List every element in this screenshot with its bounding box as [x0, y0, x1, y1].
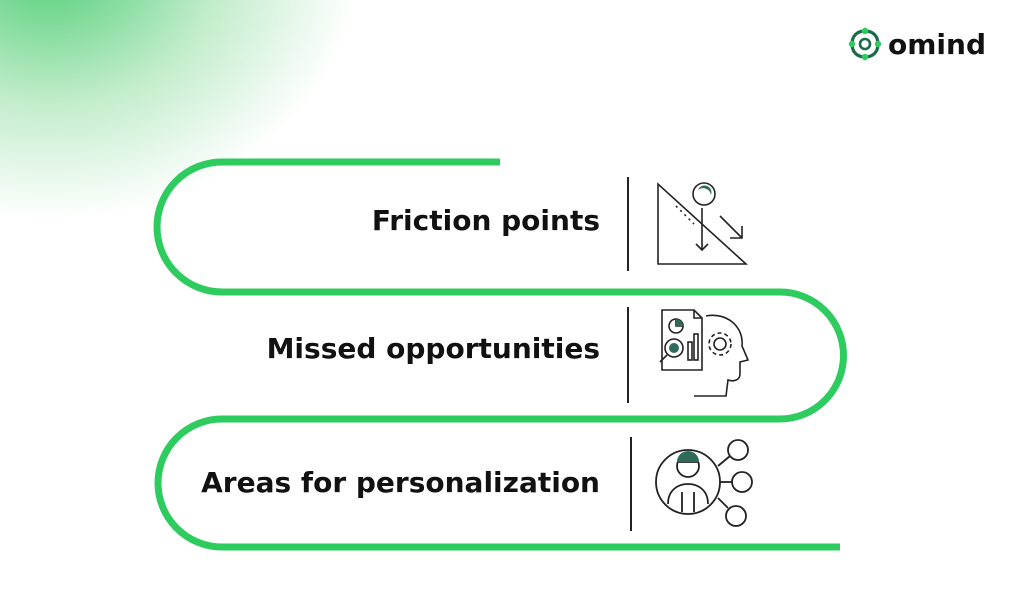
omind-swirl-logo-icon — [848, 27, 882, 61]
item-divider — [627, 177, 629, 271]
item-divider — [627, 307, 629, 403]
brand-logo: omind — [846, 24, 986, 64]
analytics-mind-icon — [659, 309, 750, 397]
brand-name: omind — [888, 27, 986, 61]
item-divider — [630, 437, 632, 531]
item-label-friction-points: Friction points — [371, 204, 600, 237]
item-label-areas-for-personalization: Areas for personalization — [201, 466, 600, 499]
item-label-missed-opportunities: Missed opportunities — [266, 332, 600, 365]
descending-chart-icon — [657, 182, 749, 265]
user-connections-icon — [655, 439, 753, 527]
